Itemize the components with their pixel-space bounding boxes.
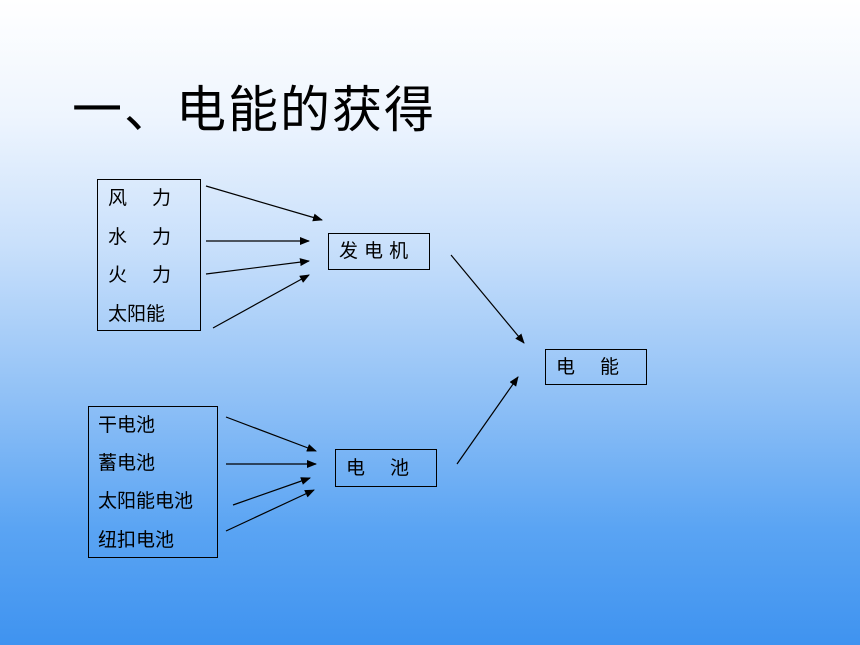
battery-item-button: 纽扣电池 [98,529,175,551]
electric-energy-label: 电 能 [556,356,620,378]
source-item-fire: 火 力 [108,264,172,286]
battery-label: 电 池 [346,457,410,479]
arrow-dry-to-battery [225,416,317,452]
arrow-solar-to-generator [212,274,310,329]
arrow-fire-to-generator [205,258,310,275]
source-item-solar: 太阳能 [108,303,166,325]
generator-label: 发 电 机 [339,240,409,262]
arrow-generator-to-energy [450,254,525,344]
electric-energy-box: 电 能 [545,349,647,385]
arrow-battery-to-energy [456,376,519,465]
page-title: 一、电能的获得 [72,81,436,139]
arrow-solarcell-to-battery [232,477,311,506]
source-item-water: 水 力 [108,226,172,248]
energy-sources-box: 风 力 水 力 火 力 太阳能 [97,179,201,331]
battery-box: 电 池 [335,449,437,487]
generator-box: 发 电 机 [328,233,430,270]
arrow-wind-to-generator [205,185,323,222]
battery-types-box: 干电池 蓄电池 太阳能电池 纽扣电池 [88,406,218,558]
battery-item-storage: 蓄电池 [98,452,156,474]
battery-item-solar: 太阳能电池 [98,490,194,512]
source-item-wind: 风 力 [108,187,172,209]
arrow-buttoncell-to-battery [225,489,315,532]
battery-item-dry: 干电池 [98,414,156,436]
